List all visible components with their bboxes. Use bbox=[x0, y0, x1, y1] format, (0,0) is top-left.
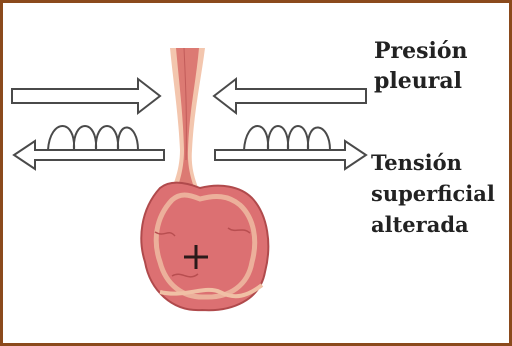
pleural-pressure-line-1: Presión bbox=[374, 40, 468, 62]
surface-tension-label: Tensión superficial alterada bbox=[371, 152, 495, 235]
alveolus bbox=[141, 183, 268, 310]
pleural-pressure-line-2: pleural bbox=[374, 70, 468, 92]
airway bbox=[165, 48, 205, 205]
spring-left-icon bbox=[48, 126, 138, 150]
surface-tension-line-3: alterada bbox=[371, 214, 495, 235]
surface-tension-line-2: superficial bbox=[371, 183, 495, 204]
arrow-left-tension-icon bbox=[14, 141, 164, 169]
arrow-right-tension-icon bbox=[215, 141, 366, 169]
spring-right-icon bbox=[244, 126, 330, 150]
arrow-left-pressure-icon bbox=[12, 79, 160, 113]
surface-tension-line-1: Tensión bbox=[371, 152, 495, 173]
pleural-pressure-label: Presión pleural bbox=[374, 40, 468, 92]
arrow-right-pressure-icon bbox=[214, 79, 366, 113]
